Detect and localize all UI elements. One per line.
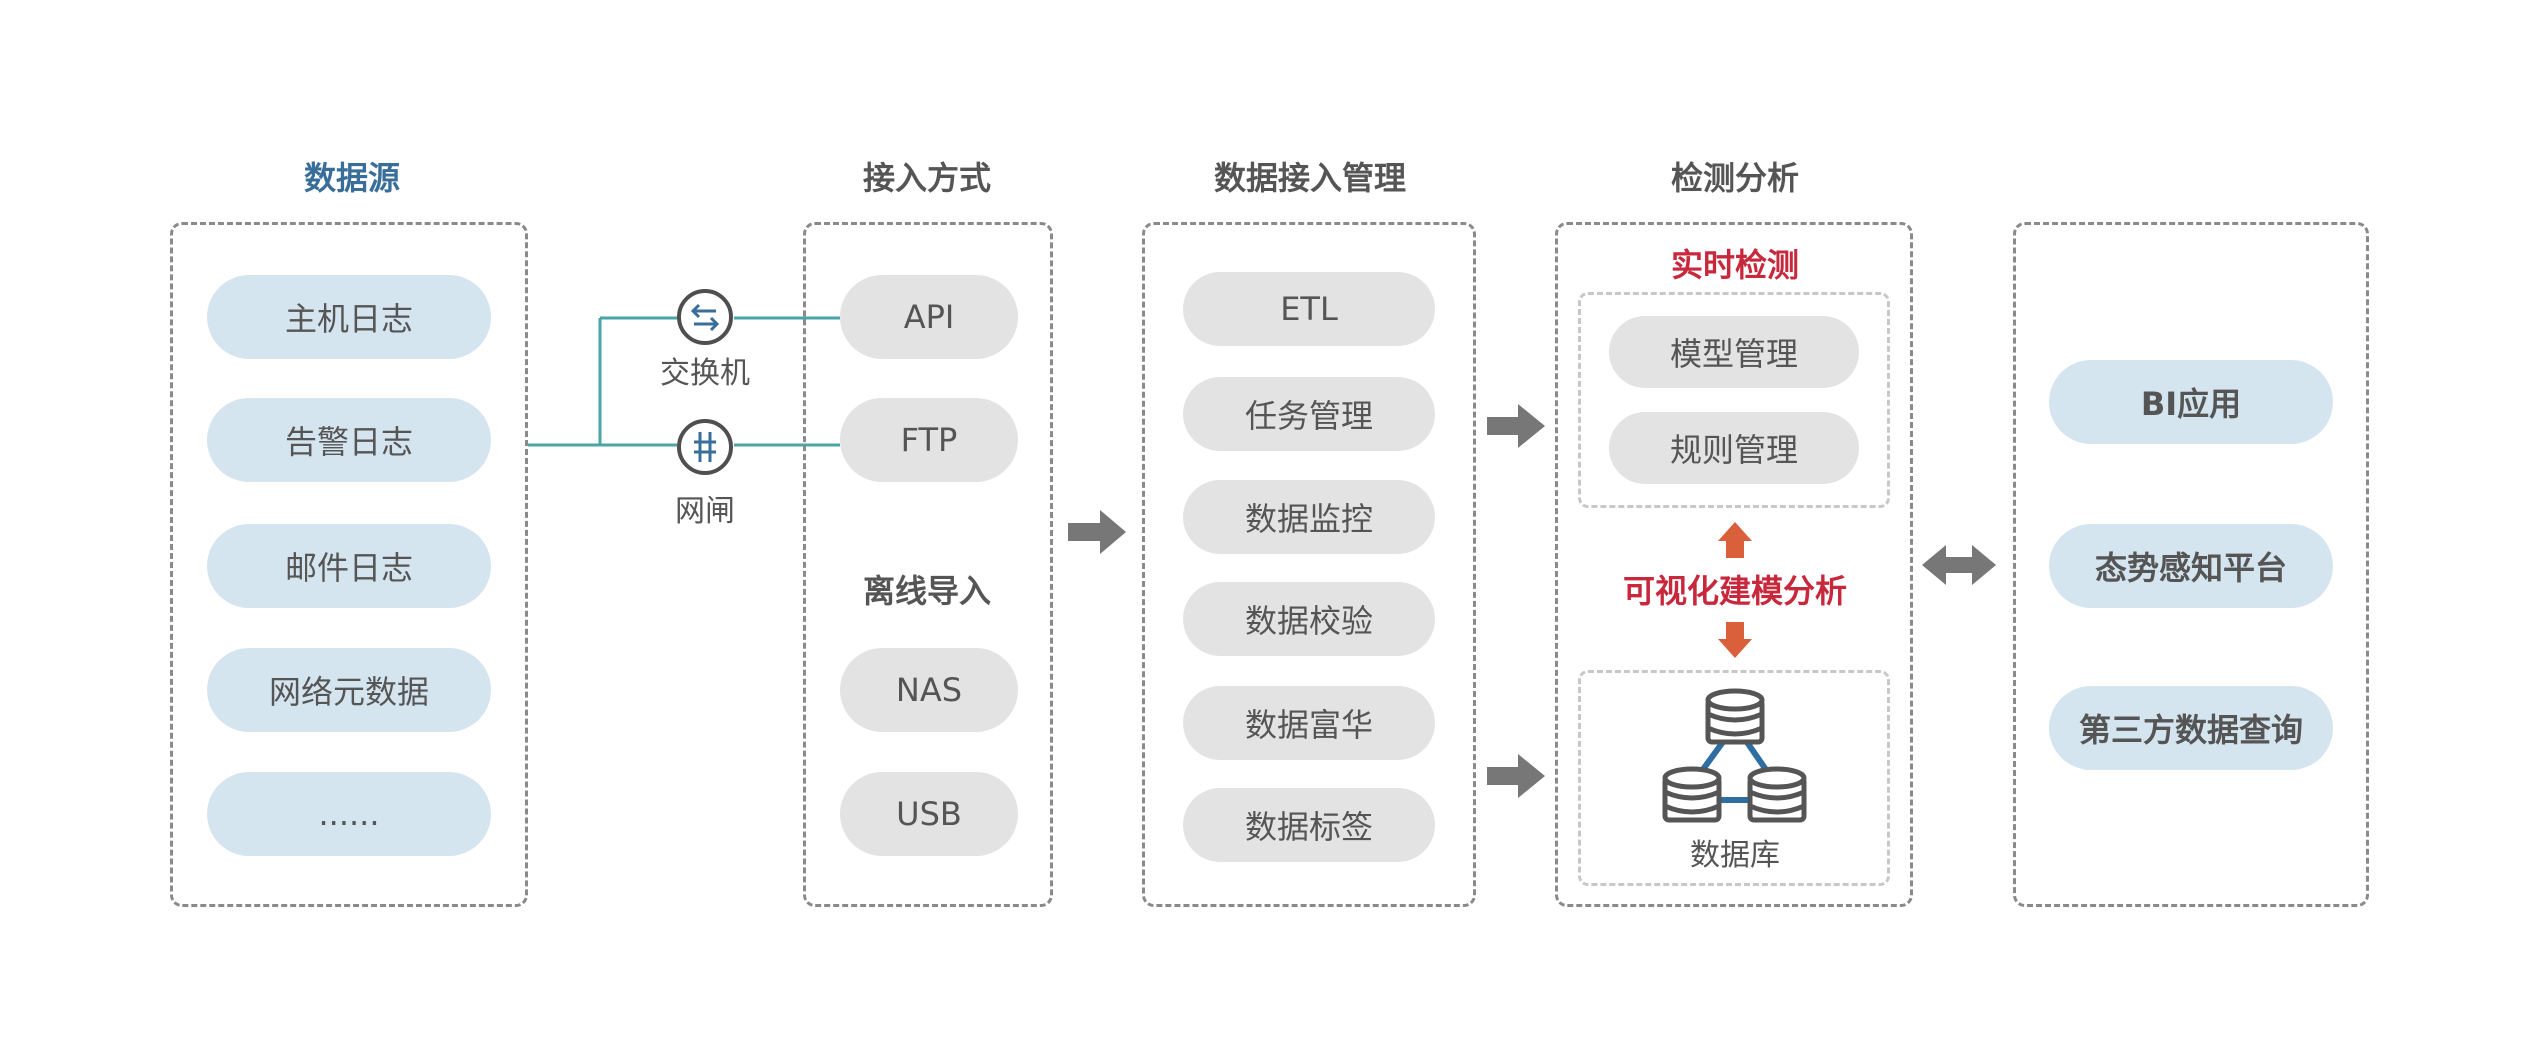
source-item-network-metadata: 网络元数据 bbox=[207, 648, 491, 732]
analysis-title: 检测分析 bbox=[1670, 159, 1799, 197]
analysis-box bbox=[1555, 222, 1913, 907]
access-box bbox=[803, 222, 1053, 907]
source-item-mail-log: 邮件日志 bbox=[207, 524, 491, 608]
orange-arrows bbox=[1718, 522, 1752, 658]
connector-lines bbox=[528, 316, 840, 447]
visual-modeling-title: 可视化建模分析 bbox=[1622, 572, 1847, 610]
realtime-title: 实时检测 bbox=[1670, 246, 1799, 284]
management-item-tag: 数据标签 bbox=[1183, 788, 1435, 862]
apps-box bbox=[2013, 222, 2369, 907]
access-item-ftp: FTP bbox=[840, 398, 1018, 482]
source-item-more: ...... bbox=[207, 772, 491, 856]
offline-import-title: 离线导入 bbox=[862, 572, 991, 610]
arrow-down-orange bbox=[1718, 622, 1752, 658]
realtime-item-rule: 规则管理 bbox=[1609, 412, 1859, 484]
app-item-situation-awareness: 态势感知平台 bbox=[2049, 524, 2333, 608]
source-box bbox=[170, 222, 528, 907]
database-label: 数据库 bbox=[1690, 838, 1780, 873]
management-item-etl: ETL bbox=[1183, 272, 1435, 346]
management-item-monitor: 数据监控 bbox=[1183, 480, 1435, 554]
management-item-verify: 数据校验 bbox=[1183, 582, 1435, 656]
access-title: 接入方式 bbox=[862, 159, 991, 197]
source-item-alert-log: 告警日志 bbox=[207, 398, 491, 482]
management-item-task: 任务管理 bbox=[1183, 377, 1435, 451]
gateway-label: 网闸 bbox=[675, 494, 735, 529]
arrow-to-realtime bbox=[1487, 404, 1545, 448]
database-box bbox=[1578, 670, 1890, 886]
realtime-item-model: 模型管理 bbox=[1609, 316, 1859, 388]
management-title: 数据接入管理 bbox=[1213, 159, 1406, 197]
source-title: 数据源 bbox=[303, 159, 400, 197]
arrow-to-database bbox=[1487, 754, 1545, 798]
switch-label: 交换机 bbox=[660, 356, 750, 391]
source-item-host-log: 主机日志 bbox=[207, 275, 491, 359]
access-item-usb: USB bbox=[840, 772, 1018, 856]
arrow-up-orange bbox=[1718, 522, 1752, 558]
access-item-api: API bbox=[840, 275, 1018, 359]
arrow-bidirectional bbox=[1922, 545, 1996, 585]
gateway-icon bbox=[677, 419, 733, 475]
management-box bbox=[1142, 222, 1476, 907]
management-item-enrich: 数据富华 bbox=[1183, 686, 1435, 760]
arrow-access-to-management bbox=[1068, 510, 1126, 554]
realtime-box bbox=[1578, 292, 1890, 508]
database-icon bbox=[1662, 688, 1807, 823]
app-item-bi: BI应用 bbox=[2049, 360, 2333, 444]
flow-arrows bbox=[1068, 404, 1996, 798]
switch-icon bbox=[677, 289, 733, 345]
app-item-third-party-query: 第三方数据查询 bbox=[2049, 686, 2333, 770]
access-item-nas: NAS bbox=[840, 648, 1018, 732]
